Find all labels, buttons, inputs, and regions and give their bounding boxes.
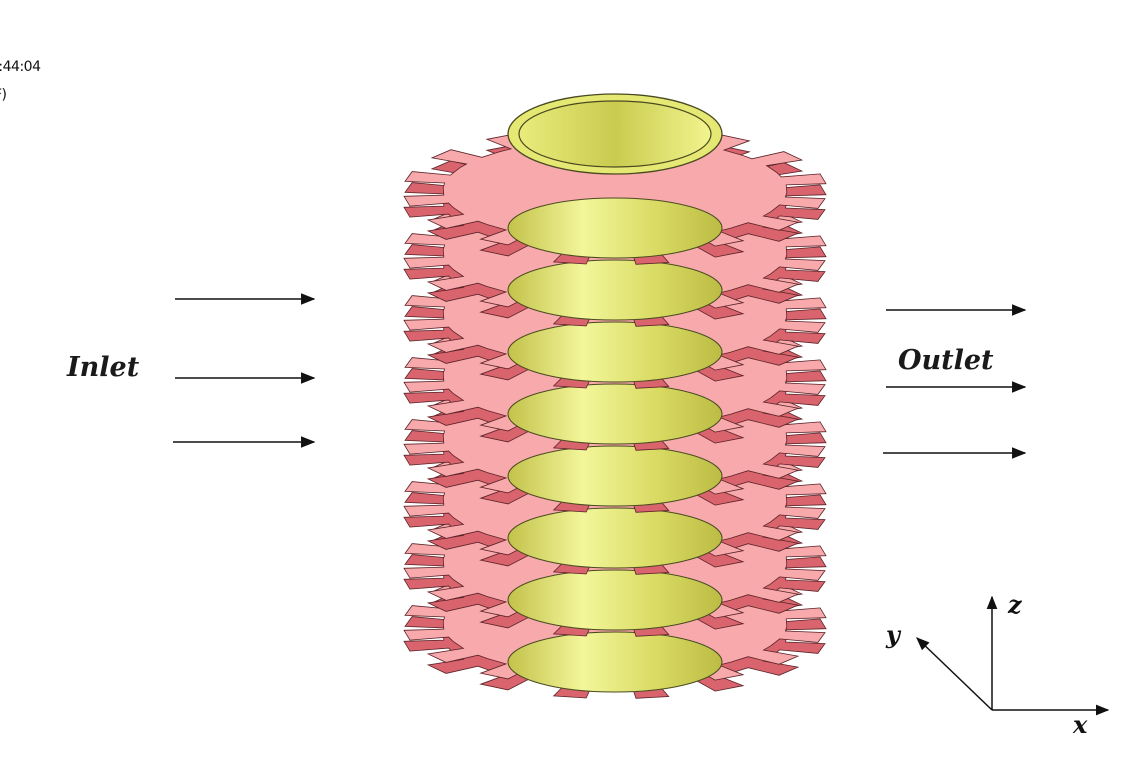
tube-segment bbox=[507, 569, 723, 631]
clipped-timestamp: 5:44:04 bbox=[0, 59, 41, 75]
helical-fins bbox=[403, 126, 827, 699]
clipped-unit-text: F) bbox=[0, 87, 7, 103]
outlet-label: Outlet bbox=[898, 345, 994, 376]
outlet-arrows bbox=[883, 304, 1027, 459]
tube-segment bbox=[507, 383, 723, 445]
tube-segment bbox=[507, 259, 723, 321]
x-axis-label: x bbox=[1073, 710, 1088, 739]
inlet-arrows bbox=[173, 293, 316, 448]
fin-1 bbox=[403, 126, 827, 265]
tube-segment bbox=[507, 197, 723, 259]
tube-segment bbox=[507, 445, 723, 507]
coordinate-axes bbox=[916, 595, 1110, 716]
y-axis-line bbox=[916, 637, 993, 711]
inlet-label: Inlet bbox=[67, 352, 140, 383]
z-axis-label: z bbox=[1008, 590, 1022, 619]
tube-segment bbox=[507, 321, 723, 383]
tube-segment bbox=[507, 631, 723, 693]
y-axis-label: y bbox=[886, 620, 900, 649]
tube-segment bbox=[507, 507, 723, 569]
tube-top-rim bbox=[507, 93, 723, 175]
